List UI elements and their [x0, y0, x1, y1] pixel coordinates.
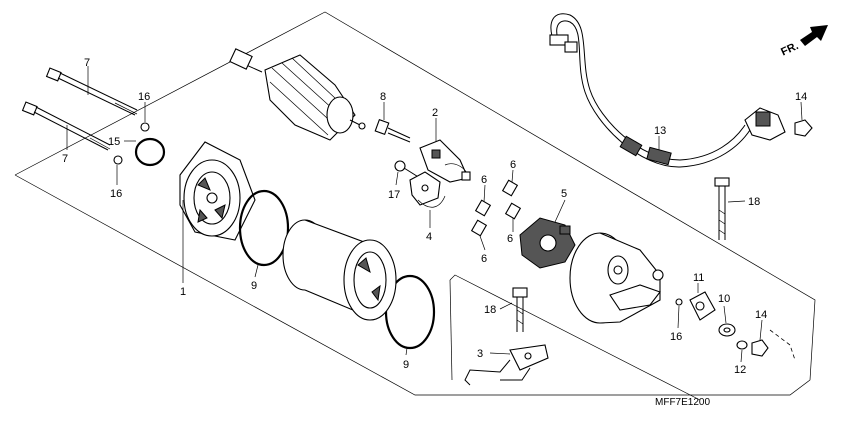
callout-9-rear: 9 — [403, 359, 409, 371]
bolt-18-lower — [512, 287, 528, 332]
callout-7-lower: 7 — [62, 153, 68, 165]
callout-12: 12 — [734, 364, 746, 376]
callout-14-lower: 14 — [755, 309, 767, 321]
callout-5: 5 — [561, 188, 567, 200]
callout-6-c: 6 — [510, 159, 516, 171]
direction-arrow: FR. — [779, 25, 828, 58]
nut-14-lower — [751, 339, 769, 357]
callout-8: 8 — [380, 91, 386, 103]
brush-terminal — [409, 171, 446, 208]
callout-9-front: 9 — [251, 280, 257, 292]
callout-16-lower: 16 — [110, 188, 122, 200]
callout-17: 17 — [388, 189, 400, 201]
callout-6-d: 6 — [507, 233, 513, 245]
rear-cover — [569, 232, 664, 324]
callout-7-upper: 7 — [84, 57, 90, 69]
callout-16-upper: 16 — [138, 91, 150, 103]
diagram-code: MFF7E1200 — [655, 397, 710, 408]
washer-upper — [140, 122, 150, 132]
washer-lower — [113, 155, 123, 165]
callout-16-right: 16 — [670, 331, 682, 343]
callout-3: 3 — [477, 348, 483, 360]
through-bolt-upper — [45, 67, 138, 116]
nut-14-upper — [794, 119, 813, 137]
brush-springs — [470, 179, 522, 237]
brush-holder — [419, 139, 471, 183]
callout-13: 13 — [654, 125, 666, 137]
armature — [229, 48, 366, 141]
callout-2: 2 — [432, 107, 438, 119]
callout-6-a: 6 — [481, 174, 487, 186]
motor-case — [282, 219, 397, 321]
washer-12 — [736, 340, 748, 350]
leader-lines — [66, 66, 803, 363]
through-bolt-lower — [21, 101, 111, 151]
cable-clamp — [464, 344, 549, 386]
callout-4: 4 — [426, 231, 432, 243]
callout-18-upper: 18 — [748, 196, 760, 208]
front-cover — [179, 141, 256, 241]
starter-cable — [549, 13, 786, 168]
brush-plate — [519, 217, 576, 269]
brush-bolt — [374, 118, 411, 143]
terminal-insulator — [689, 291, 716, 321]
callout-11: 11 — [693, 272, 704, 284]
bolt-18-upper — [714, 177, 730, 240]
callout-14-upper: 14 — [795, 91, 807, 103]
o-ring-front — [238, 189, 290, 267]
callout-18-lower: 18 — [484, 304, 496, 316]
direction-label: FR. — [779, 40, 800, 58]
o-ring-small — [134, 137, 166, 167]
callouts: 7 7 16 16 15 1 9 9 8 2 17 4 6 6 6 6 5 13… — [62, 57, 807, 376]
callout-15: 15 — [108, 136, 120, 148]
insulator-10 — [718, 323, 736, 337]
callout-1: 1 — [180, 286, 186, 298]
washer-terminal — [675, 298, 683, 306]
callout-6-b: 6 — [481, 253, 487, 265]
callout-10: 10 — [718, 293, 730, 305]
terminal-bolt — [394, 160, 421, 179]
arrow-right-icon — [800, 25, 828, 46]
assembly-boundary — [14, 11, 816, 401]
